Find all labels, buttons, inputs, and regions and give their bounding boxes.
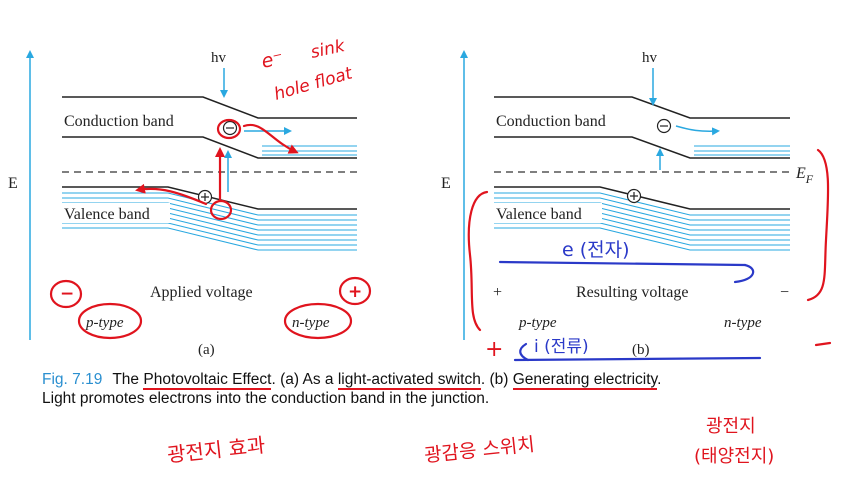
panel-a: E Conduction band Valence band xyxy=(8,50,357,358)
plus-hand-mark: + xyxy=(348,282,362,302)
electron-circle-mark xyxy=(216,118,242,140)
photon-label: hv xyxy=(211,50,227,66)
n-type-circle-mark xyxy=(283,302,353,340)
hole-float-hand: hole float xyxy=(272,63,356,105)
energy-axis-label-b: E xyxy=(441,175,451,192)
valence-band-label-b: Valence band xyxy=(496,206,582,223)
korean-solar-cell: 광전지 xyxy=(706,416,756,437)
caption-line-1: Fig. 7.19 The Photovoltaic Effect. (a) A… xyxy=(42,370,832,390)
plus-terminal: + xyxy=(493,284,502,301)
caption-generating: Generating electricity xyxy=(512,371,658,390)
current-arrow-head xyxy=(519,342,530,362)
conduction-electron-levels-b xyxy=(694,145,790,156)
n-type-label: n-type xyxy=(292,315,330,331)
electron-hand-label: e (전자) xyxy=(562,239,630,261)
valence-band-edge-b xyxy=(494,186,790,210)
minus-terminal: − xyxy=(780,284,789,301)
valence-label-bg-b xyxy=(494,203,602,223)
conduction-band-edge-top xyxy=(62,96,357,119)
caption-photovoltaic-effect: Photovoltaic Effect xyxy=(143,371,272,390)
korean-photovoltaic-effect: 광전지 효과 xyxy=(166,433,266,467)
panel-b: E EF Conduction band Valence band hv xyxy=(441,50,814,358)
plus-circle-mark xyxy=(338,276,372,306)
conduction-band-edge-top-b xyxy=(494,96,790,119)
conduction-electron-levels xyxy=(262,145,357,156)
energy-axis-label: E xyxy=(8,175,18,192)
electron-flow-hook xyxy=(733,263,755,284)
photon-label-b: hv xyxy=(642,50,658,66)
electron-drift-arrow-b xyxy=(675,125,720,136)
valence-band-edge xyxy=(62,186,357,210)
p-type-circle-mark xyxy=(77,302,143,340)
electron-flow-line xyxy=(498,260,747,267)
sink-hand: sink xyxy=(309,36,348,63)
korean-photo-switch: 광감응 스위치 xyxy=(423,433,536,466)
red-hole-arrow xyxy=(135,183,208,206)
caption-text-5: . (b) xyxy=(480,371,509,388)
caption-text-7: . xyxy=(657,371,662,388)
panel-b-blue-marks xyxy=(498,260,762,362)
current-hand-label: i (전류) xyxy=(534,337,589,357)
caption-text-1: The xyxy=(112,371,140,388)
korean-solar-cell-paren: (태양전지) xyxy=(694,446,774,467)
n-type-label-b: n-type xyxy=(724,315,762,331)
resulting-voltage-label: Resulting voltage xyxy=(576,284,688,301)
right-dash xyxy=(814,341,832,347)
minus-circle-mark xyxy=(49,279,83,309)
hole-circle-mark xyxy=(209,199,233,221)
conduction-band-label: Conduction band xyxy=(64,113,174,130)
e-minus-hand: e⁻ xyxy=(259,47,285,73)
current-flow-line xyxy=(513,356,762,362)
valence-label-bg xyxy=(62,203,170,223)
plus-hand-b: + xyxy=(485,337,503,362)
applied-voltage-label: Applied voltage xyxy=(150,284,253,301)
figure-caption: Fig. 7.19 The Photovoltaic Effect. (a) A… xyxy=(42,370,832,408)
red-electron-arrow xyxy=(242,123,299,154)
caption-light-switch: light-activated switch xyxy=(337,371,481,390)
minus-hand-mark: − xyxy=(60,284,74,304)
right-bracket xyxy=(806,148,830,302)
panel-a-label: (a) xyxy=(198,342,215,358)
p-type-label-b: p-type xyxy=(518,315,557,331)
conduction-band-label-b: Conduction band xyxy=(496,113,606,130)
caption-line-2: Light promotes electrons into the conduc… xyxy=(42,390,490,407)
fermi-label: EF xyxy=(795,165,814,186)
panel-b-label: (b) xyxy=(632,342,650,358)
left-bracket xyxy=(467,190,489,332)
valence-band-label: Valence band xyxy=(64,206,150,223)
panel-b-red-brackets xyxy=(467,148,832,347)
conduction-band-edge-b xyxy=(494,136,790,159)
p-type-label: p-type xyxy=(85,315,124,331)
caption-text-3: . (a) As a xyxy=(271,371,334,388)
panel-a-annotations xyxy=(49,118,372,340)
conduction-band-edge xyxy=(62,136,357,159)
caption-fig-number: Fig. 7.19 xyxy=(42,371,103,388)
